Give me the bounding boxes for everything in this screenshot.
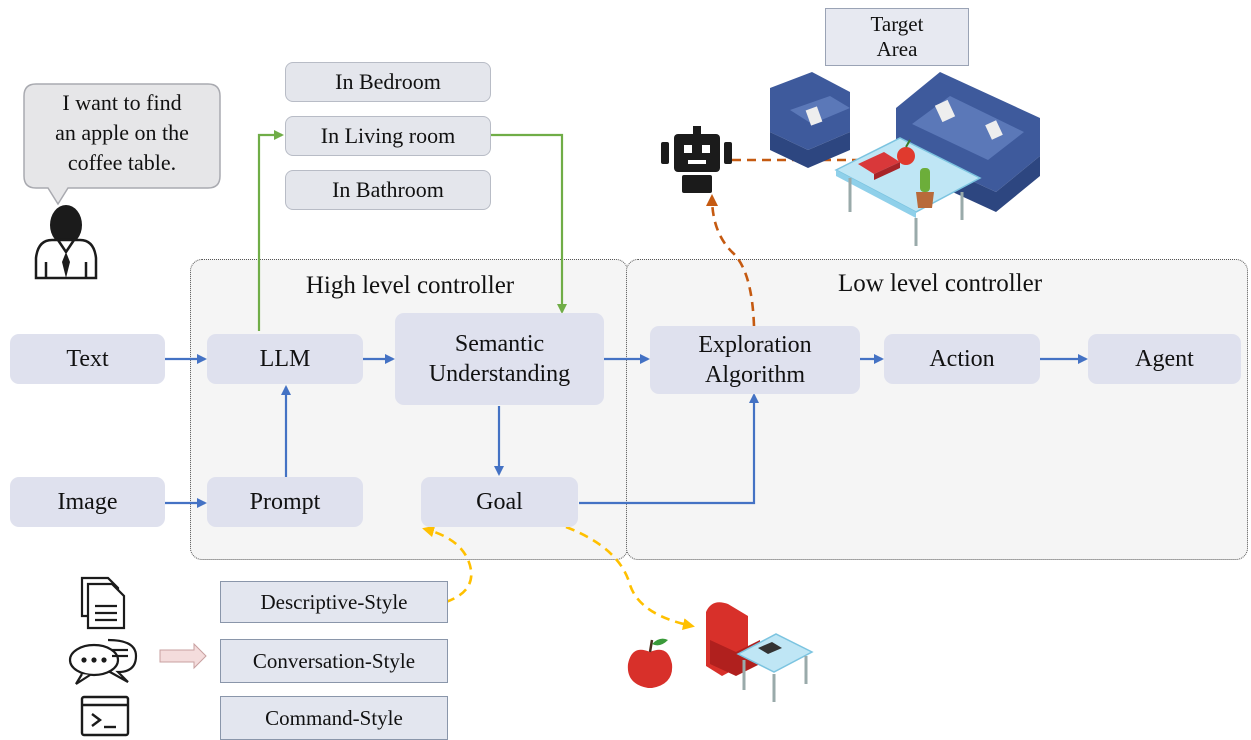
style-command: Command-Style (220, 696, 448, 740)
node-goal: Goal (421, 477, 578, 527)
exploration-line-2: Algorithm (705, 362, 805, 388)
terminal-icon (80, 695, 130, 737)
node-exploration-algorithm: Exploration Algorithm (650, 326, 860, 394)
node-llm: LLM (207, 334, 363, 384)
chat-icon (68, 638, 138, 685)
target-line-1: Target (870, 12, 924, 36)
semantic-line-2: Understanding (428, 361, 571, 387)
arrow-goal-to-exploration (579, 393, 759, 505)
style-conversation: Conversation-Style (220, 639, 448, 683)
exploration-line-1: Exploration (698, 332, 812, 358)
high-level-controller-label: High level controller (305, 272, 515, 299)
node-text: Text (10, 334, 165, 384)
arrow-goal-to-armchair (565, 525, 695, 631)
user-icon (34, 205, 98, 280)
speech-bubble-icon (23, 83, 221, 206)
arrow-living-room-to-semantic (490, 133, 567, 314)
target-area-box: Target Area (825, 8, 969, 66)
speech-line-1: I want to find (62, 90, 182, 115)
document-icon (80, 576, 126, 630)
arrow-exploration-to-robot (706, 194, 756, 327)
target-line-2: Area (876, 37, 918, 61)
semantic-line-1: Semantic (454, 331, 545, 357)
node-image: Image (10, 477, 165, 527)
speech-line-2: an apple on the (55, 120, 189, 145)
arrow-descriptive-to-goal (422, 525, 473, 604)
room-living-room: In Living room (285, 116, 491, 156)
node-action: Action (884, 334, 1040, 384)
style-descriptive: Descriptive-Style (220, 581, 448, 623)
low-level-controller-label: Low level controller (837, 270, 1043, 297)
pink-arrow-icon (159, 642, 207, 670)
armchair-scene-icon (706, 602, 814, 702)
low-level-controller-region (626, 259, 1248, 560)
speech-line-3: coffee table. (67, 150, 177, 175)
robot-icon (661, 126, 732, 193)
node-prompt: Prompt (207, 477, 363, 527)
arrow-llm-to-living-room (257, 130, 284, 331)
room-bedroom: In Bedroom (285, 62, 491, 102)
room-bathroom: In Bathroom (285, 170, 491, 210)
apple-icon (627, 638, 673, 688)
node-semantic-understanding: Semantic Understanding (395, 313, 604, 405)
sofa-scene-icon (770, 72, 1040, 246)
node-agent: Agent (1088, 334, 1241, 384)
speech-text: I want to find an apple on the coffee ta… (24, 88, 220, 178)
